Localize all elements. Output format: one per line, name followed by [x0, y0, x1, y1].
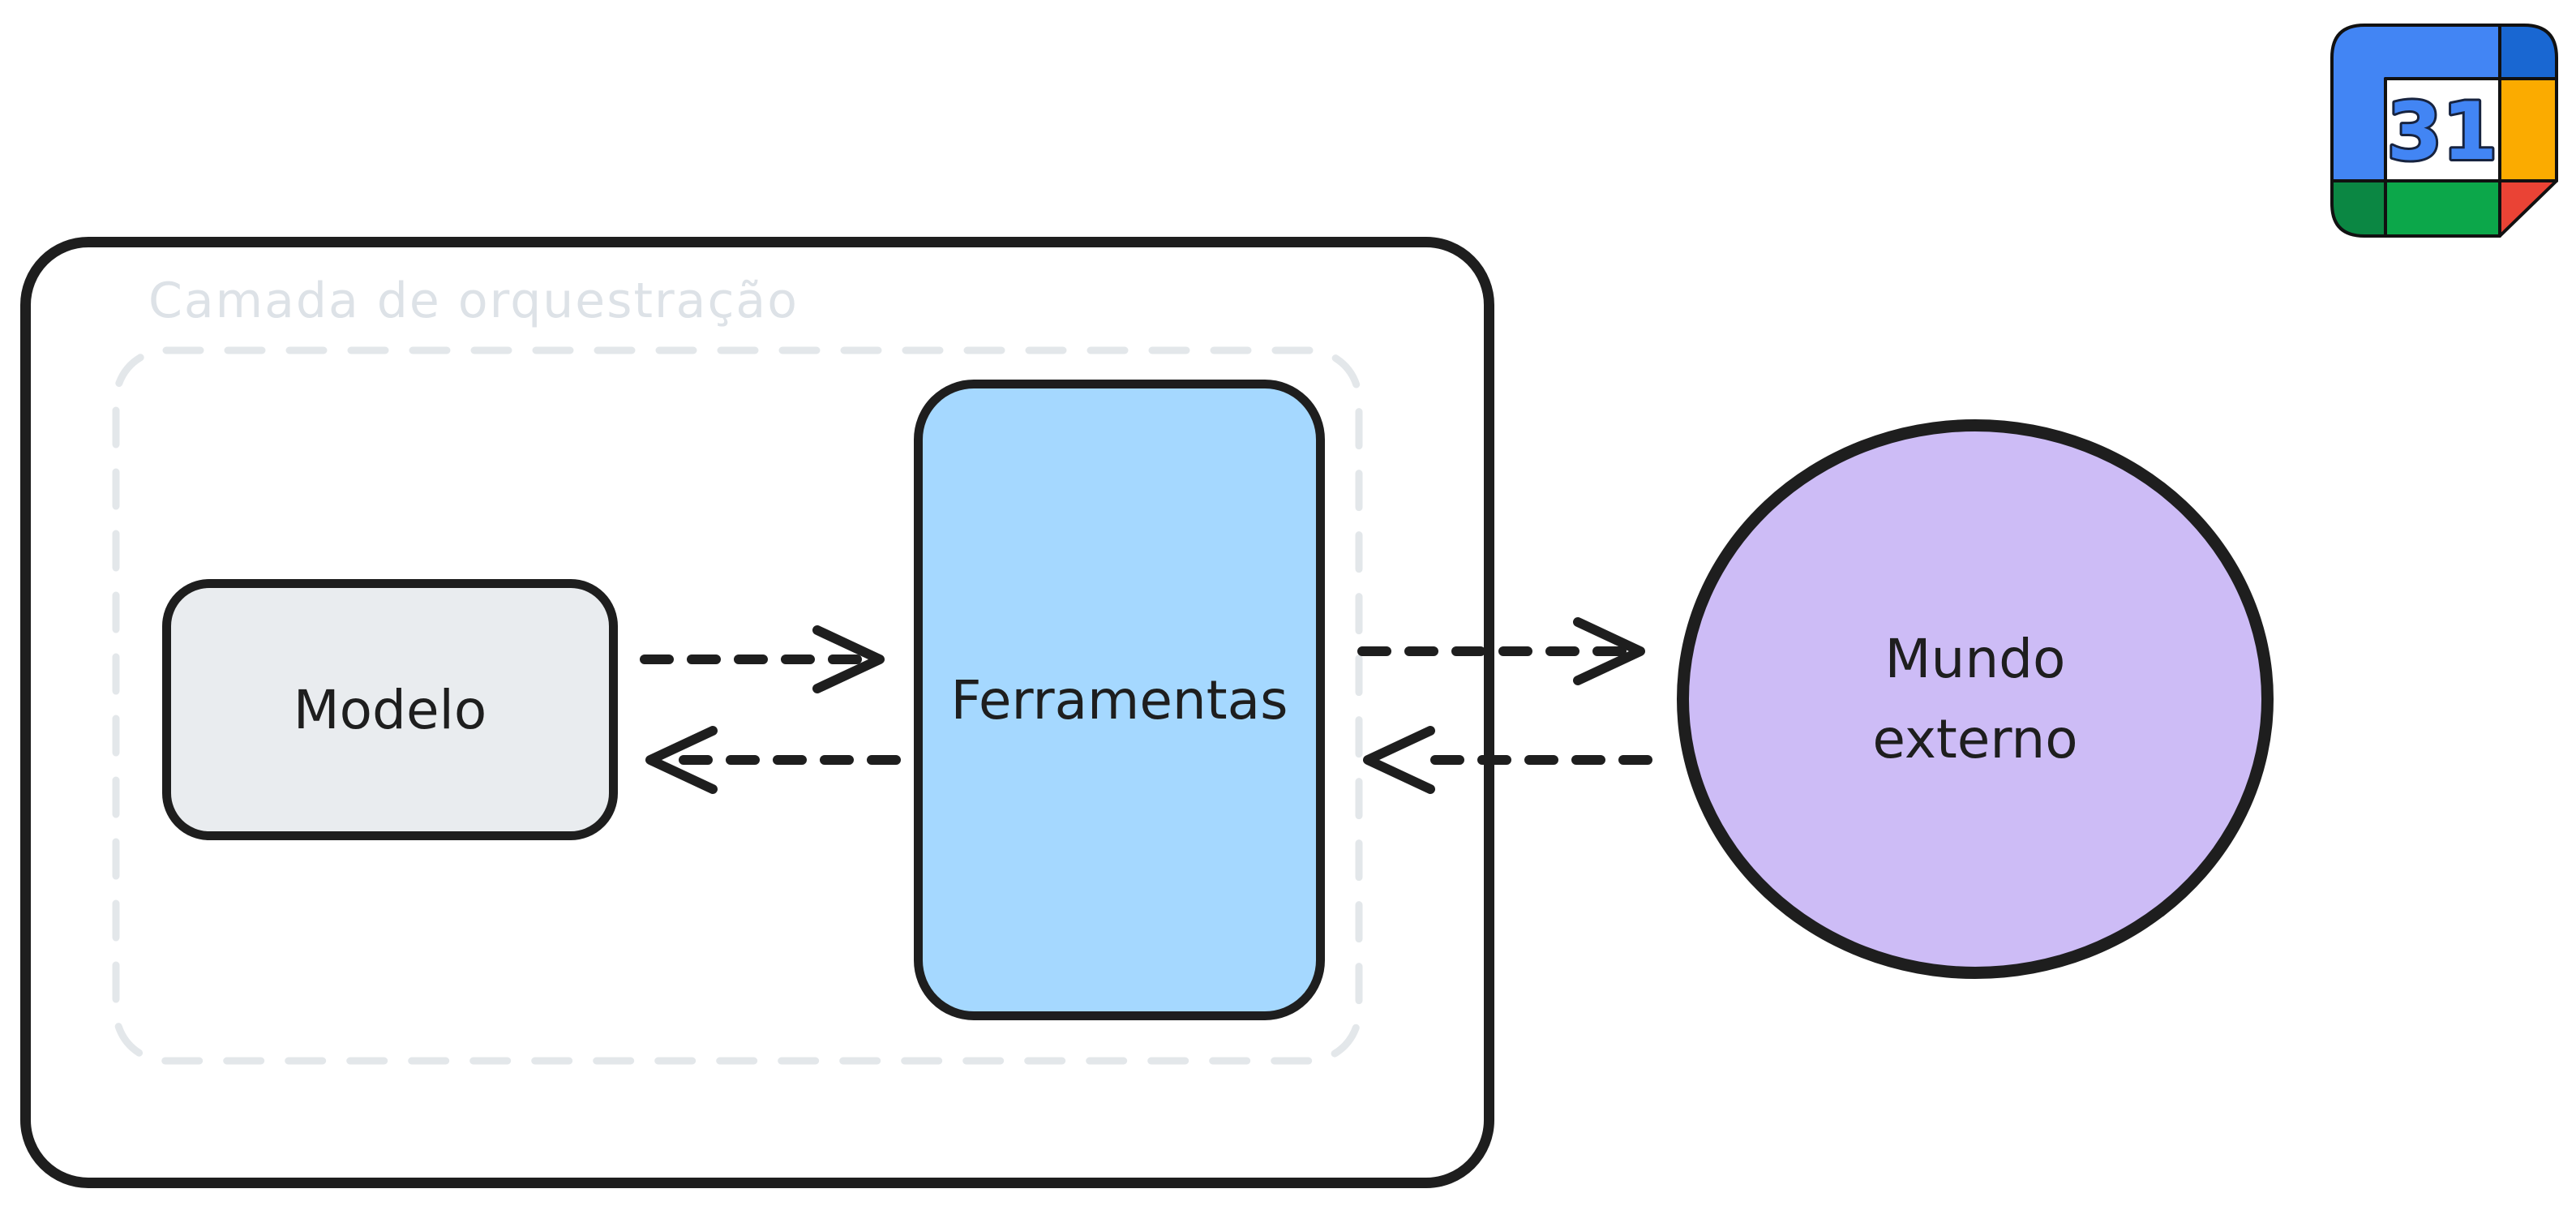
calendar-day-number: 31	[2387, 86, 2497, 178]
arrowhead-right-icon	[1573, 617, 1645, 685]
orchestration-layer-label: Camada de orquestração	[148, 273, 799, 329]
node-mundo-externo: Mundo externo	[1677, 419, 2274, 979]
calendar-yellow-side	[2498, 77, 2558, 182]
node-modelo: Modelo	[162, 579, 618, 840]
google-calendar-icon: 31	[2330, 24, 2558, 238]
calendar-green-bottom	[2384, 179, 2501, 238]
node-mundo-externo-label-line1: Mundo	[1884, 628, 2066, 690]
calendar-darkgreen-corner	[2330, 179, 2387, 238]
calendar-white-page	[2384, 77, 2501, 182]
node-ferramentas: Ferramentas	[914, 380, 1325, 1020]
node-modelo-label: Modelo	[293, 678, 487, 741]
calendar-darkblue-corner	[2498, 24, 2558, 80]
calendar-red-fold	[2498, 179, 2558, 238]
node-mundo-externo-label-line2: externo	[1872, 708, 2078, 770]
node-ferramentas-label: Ferramentas	[950, 668, 1288, 732]
